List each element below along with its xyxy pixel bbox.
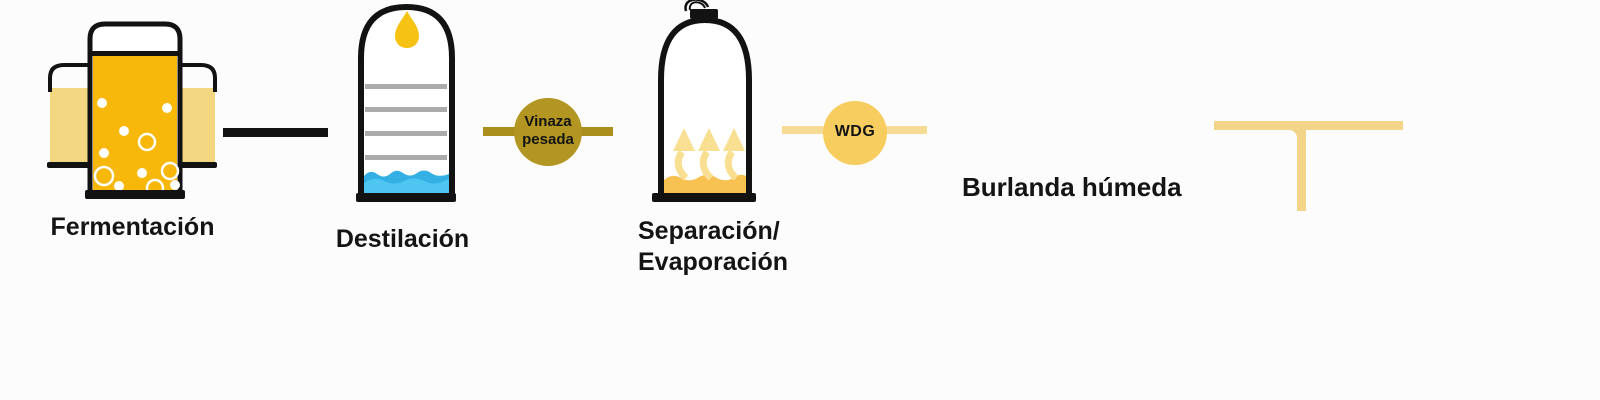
bubbles	[93, 98, 180, 198]
vinaza-circle	[514, 98, 582, 166]
wdg-node	[782, 101, 927, 165]
vinaza-pesada-node	[483, 98, 613, 166]
separation-evaporator-icon	[652, 0, 756, 202]
droplet-icon	[395, 11, 419, 48]
cap-wire-outer	[684, 0, 710, 12]
main-tank-lid-line	[88, 51, 182, 56]
cap-wire-inner	[688, 1, 706, 11]
main-tank-base	[85, 190, 185, 199]
pipe-tee-icon	[1214, 121, 1403, 211]
main-tank-liquid	[93, 56, 177, 192]
side-tank-right-outline	[180, 63, 217, 92]
vinaza-node-label-line2: pesada	[522, 131, 574, 148]
column-body	[358, 3, 455, 197]
column-base	[356, 193, 456, 202]
vinaza-node-label: Vinaza pesada	[498, 113, 598, 149]
column-water-front	[364, 178, 449, 193]
vessel-cap	[690, 9, 718, 19]
flow-line-mash	[223, 128, 328, 137]
stage-label-separation-line1: Separación/	[638, 217, 780, 245]
stage-label-distillation: Destilación	[335, 225, 470, 253]
fermentation-tank-icon	[47, 21, 217, 199]
vessel-liquid	[664, 174, 746, 193]
vessel-body	[658, 16, 752, 196]
stage-label-fermentation: Fermentación	[50, 213, 215, 241]
wdg-circle	[823, 101, 887, 165]
vinaza-node-label-line1: Vinaza	[524, 113, 572, 130]
steam-arrows-icon	[673, 128, 745, 181]
vessel-base	[652, 193, 756, 202]
stage-label-separation: Separación/ Evaporación	[638, 216, 788, 278]
distillation-column-icon	[356, 3, 456, 202]
column-trays	[365, 84, 447, 160]
wdg-node-label: WDG	[834, 123, 876, 140]
stage-label-separation-line2: Evaporación	[638, 248, 789, 276]
stage-label-wet-grains: Burlanda húmeda	[962, 172, 1182, 202]
side-tank-left-outline	[48, 63, 90, 92]
